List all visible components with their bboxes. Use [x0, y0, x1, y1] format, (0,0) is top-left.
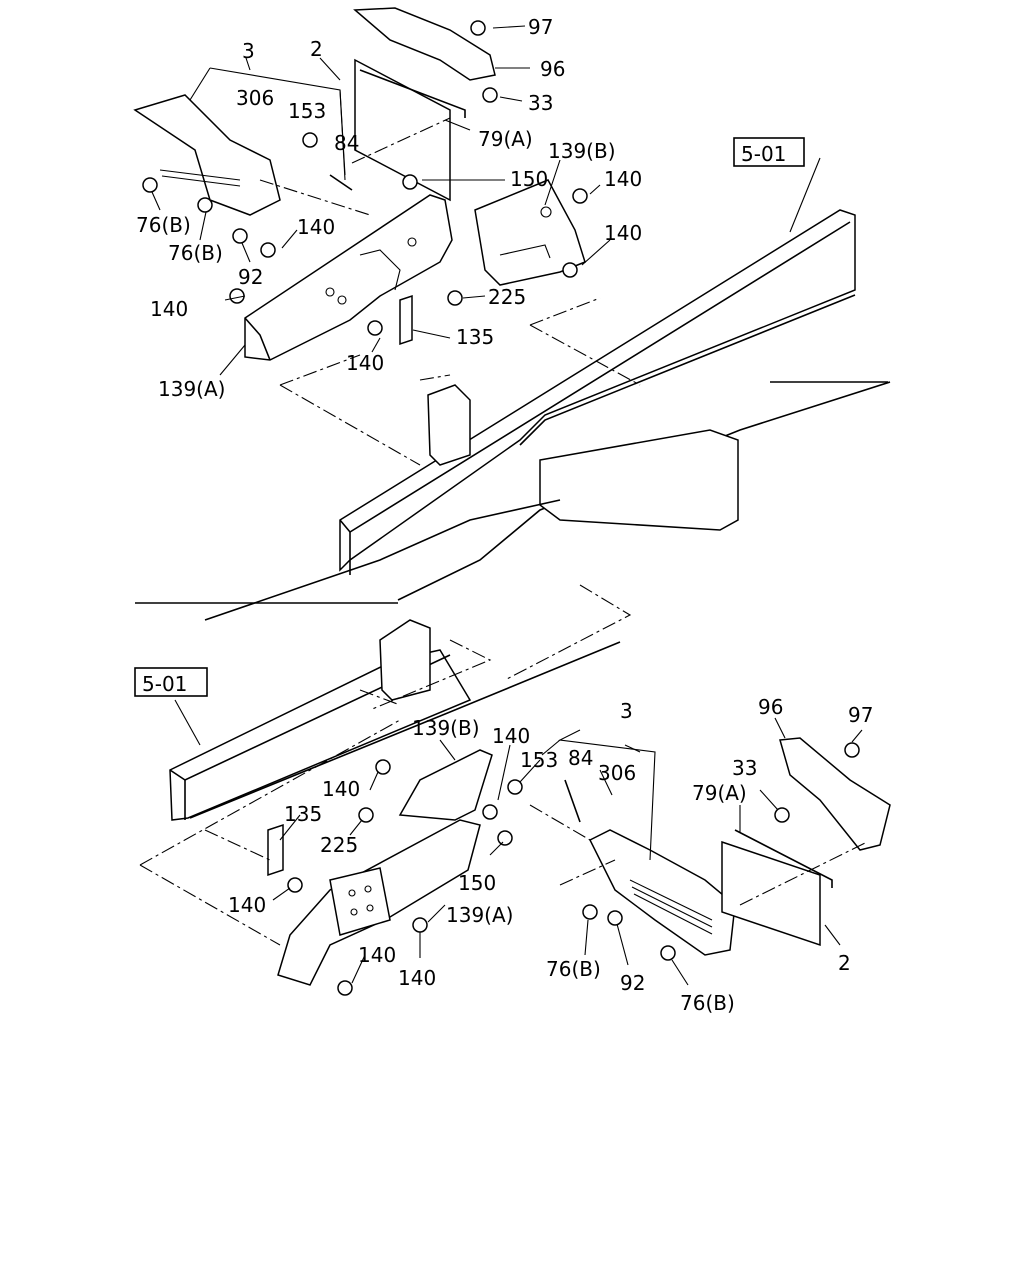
top-hardware: [142, 20, 588, 346]
callout-225-bottom: 225: [320, 833, 358, 857]
bottom-bracket-96: [779, 737, 891, 851]
top-step-3: [133, 94, 281, 216]
callout-3: 3: [242, 39, 255, 63]
callout-139a: 139(A): [158, 377, 225, 401]
callout-97-bottom: 97: [848, 703, 873, 727]
callout-306-bottom: 306: [598, 761, 636, 785]
callout-97: 97: [528, 15, 553, 39]
bottom-bracket-139b: [398, 749, 493, 821]
callout-33: 33: [528, 91, 553, 115]
callout-92-bottom: 92: [620, 971, 645, 995]
bottom-frame-rail: [169, 499, 621, 821]
callout-153-bottom: 153: [520, 748, 558, 772]
top-callouts: 3 2 97 96 33 306 153 84 79(A) 139(B) 150…: [136, 15, 642, 401]
callout-76b-1: 76(B): [136, 213, 191, 237]
callout-84-bottom: 84: [568, 746, 593, 770]
callout-76b-2-bottom: 76(B): [680, 991, 735, 1015]
callout-140-d: 140: [150, 297, 188, 321]
callout-135: 135: [456, 325, 494, 349]
callout-2-bottom: 2: [838, 951, 851, 975]
callout-140-a: 140: [604, 167, 642, 191]
reference-label-top: 5-01: [741, 142, 786, 166]
callout-33-bottom: 33: [732, 756, 757, 780]
callout-150: 150: [510, 167, 548, 191]
callout-92: 92: [238, 265, 263, 289]
callout-96-bottom: 96: [758, 695, 783, 719]
bottom-bracket-139a: [277, 819, 481, 986]
callout-140-c: 140: [297, 215, 335, 239]
callout-79a-bottom: 79(A): [692, 781, 747, 805]
bottom-callouts: 3 96 97 33 79(A) 139(B) 140 153 84 306 1…: [228, 695, 873, 1015]
top-panel-2: [354, 58, 466, 202]
top-bracket-139a: [244, 194, 453, 361]
callout-135-bottom: 135: [284, 802, 322, 826]
bottom-hardware: [267, 742, 860, 996]
callout-2: 2: [310, 37, 323, 61]
callout-225: 225: [488, 285, 526, 309]
callout-140-b-bottom: 140: [322, 777, 360, 801]
bottom-leaders: [139, 584, 866, 986]
callout-140-d-bottom: 140: [358, 943, 396, 967]
callout-3-bottom: 3: [620, 699, 633, 723]
top-frame-rail: [135, 209, 891, 604]
callout-140-b: 140: [604, 221, 642, 245]
callout-140-e-bottom: 140: [398, 966, 436, 990]
reference-label-bottom: 5-01: [142, 672, 187, 696]
callout-76b-1-bottom: 76(B): [546, 957, 601, 981]
callout-306: 306: [236, 86, 274, 110]
callout-139a-bottom: 139(A): [446, 903, 513, 927]
top-leaders: [151, 25, 821, 466]
callout-76b-2: 76(B): [168, 241, 223, 265]
callout-79a: 79(A): [478, 127, 533, 151]
callout-140-e: 140: [346, 351, 384, 375]
callout-153: 153: [288, 99, 326, 123]
callout-96: 96: [540, 57, 565, 81]
reference-box-top: 5-01: [733, 137, 805, 167]
bottom-panel-2: [721, 829, 833, 947]
bottom-step-3: [588, 829, 736, 956]
top-bracket-96: [353, 7, 496, 81]
callout-139b-bottom: 139(B): [412, 716, 480, 740]
callout-140-a-bottom: 140: [492, 724, 530, 748]
callout-150-bottom: 150: [458, 871, 496, 895]
reference-box-bottom: 5-01: [134, 667, 208, 697]
top-bracket-139b: [474, 179, 586, 286]
callout-139b: 139(B): [548, 139, 616, 163]
callout-84: 84: [334, 131, 359, 155]
callout-140-c-bottom: 140: [228, 893, 266, 917]
